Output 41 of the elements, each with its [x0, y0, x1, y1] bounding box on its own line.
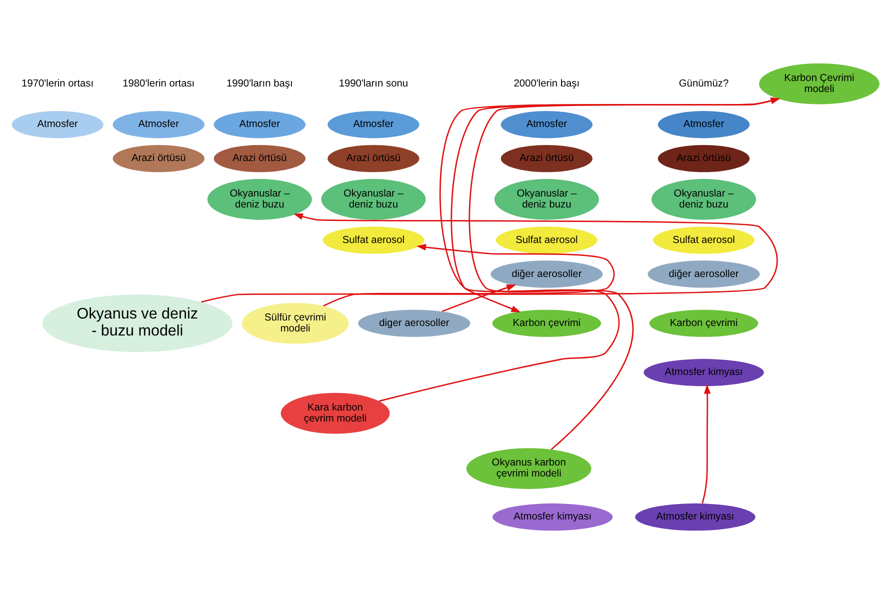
- node-ellipse: Okyanuslar – deniz buzu: [652, 178, 756, 220]
- arrow: [323, 244, 615, 306]
- arrow: [468, 98, 780, 450]
- arrow: [201, 213, 778, 303]
- label: Günümüz?: [678, 78, 729, 90]
- node-ellipse: Atmosfer: [328, 111, 420, 138]
- node-ellipse: Okyanuslar – deniz buzu: [494, 178, 599, 220]
- node-ellipse: Atmosfer: [12, 111, 104, 138]
- node-ellipse: Arazi örtüsü: [112, 145, 204, 172]
- label: 1980'lerin ortası: [122, 78, 195, 90]
- node-ellipse: Sulfat aerosol: [653, 226, 755, 254]
- node-ellipse: Okyanuslar – deniz buzu: [321, 178, 426, 220]
- node-ellipse: Atmosfer kimyası: [635, 503, 756, 531]
- node-ellipse: Atmosfer: [658, 111, 750, 138]
- node-ellipse: Atmosfer: [112, 111, 204, 138]
- node-ellipse: Arazi örtüsü: [658, 145, 750, 172]
- node-ellipse: Arazi örtüsü: [328, 145, 420, 172]
- node-ellipse: diğer aerosoller: [490, 260, 603, 288]
- label: 2000'lerin başı: [514, 78, 580, 90]
- node-ellipse: diger aerosoller: [358, 310, 470, 337]
- arrow: [442, 284, 516, 312]
- node-ellipse: Sülfür çevrimi modeli: [242, 302, 349, 344]
- arrow: [702, 384, 711, 504]
- node-ellipse: Okyanus karbon çevrimi modeli: [466, 448, 592, 490]
- node-ellipse: diğer aerosoller: [648, 260, 760, 288]
- node-ellipse: Kara karbon çevrim modeli: [280, 392, 390, 434]
- label: 1990'ların sonu: [338, 78, 408, 90]
- node-ellipse: Arazi örtüsü: [214, 145, 306, 172]
- node-ellipse: Karbon çevrimi: [649, 310, 758, 337]
- node-ellipse: Sulfat aerosol: [322, 226, 424, 254]
- node-ellipse: Atmosfer kimyası: [492, 503, 613, 531]
- node-ellipse: Okyanus ve deniz - buzu modeli: [42, 294, 232, 352]
- arrow: [378, 98, 780, 402]
- label: 1990'ların başı: [226, 78, 293, 90]
- node-ellipse: Atmosfer: [500, 111, 593, 138]
- node-ellipse: Arazi örtüsü: [500, 145, 593, 172]
- node-ellipse: Sulfat aerosol: [496, 226, 598, 254]
- node-ellipse: Atmosfer: [214, 111, 306, 138]
- label: 1970'lerin ortası: [22, 78, 94, 90]
- node-ellipse: Karbon çevrimi: [492, 310, 602, 337]
- node-ellipse: Atmosfer kimyası: [644, 358, 764, 386]
